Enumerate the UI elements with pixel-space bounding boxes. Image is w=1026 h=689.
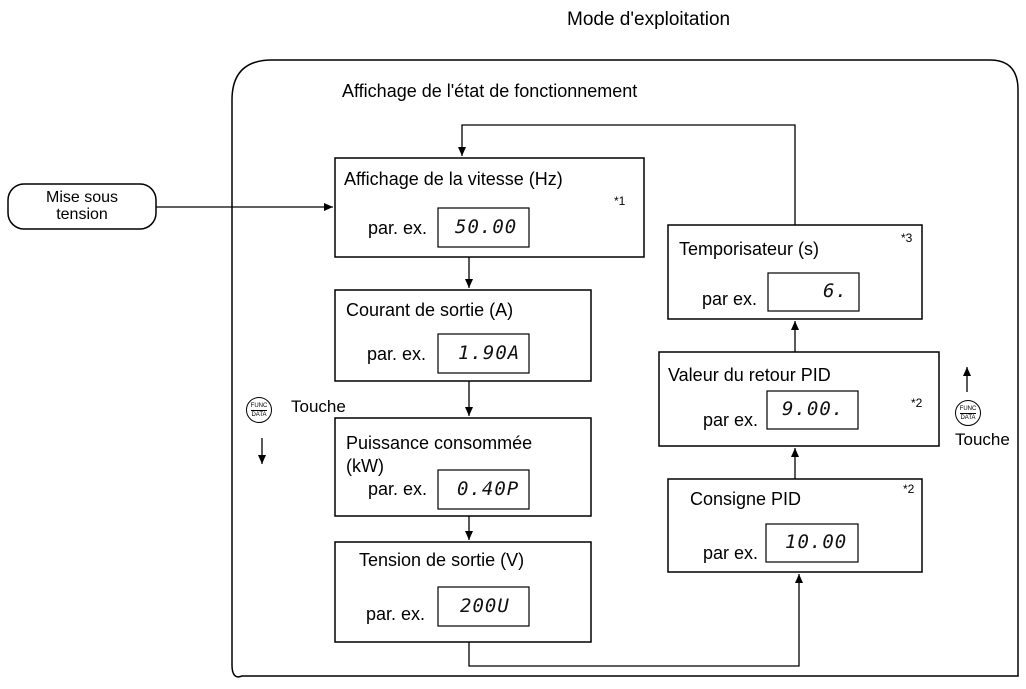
func-data-key-icon: FUNC DATA bbox=[955, 400, 981, 426]
current-display-value: 1.90A bbox=[458, 342, 521, 364]
pid-setpoint-display-frame bbox=[765, 523, 859, 563]
speed-display-frame bbox=[437, 207, 530, 248]
voltage-display-frame bbox=[437, 586, 530, 627]
power-example-prefix: par. ex. bbox=[368, 479, 428, 499]
voltage-title: Tension de sortie (V) bbox=[359, 550, 525, 570]
pid-feedback-display-value: 9.00. bbox=[782, 398, 845, 420]
timer-display-value: 6. bbox=[823, 280, 848, 302]
diagram-subtitle: Affichage de l'état de fonctionnement bbox=[342, 81, 638, 101]
pid-setpoint-note: *2 bbox=[903, 482, 915, 496]
current-title: Courant de sortie (A) bbox=[346, 300, 514, 320]
key-divider bbox=[251, 410, 267, 411]
pid-feedback-title: Valeur du retour PID bbox=[668, 365, 831, 385]
speed-example-prefix: par. ex. bbox=[368, 218, 428, 238]
timer-note: *3 bbox=[901, 231, 913, 245]
key-face-top: FUNC bbox=[250, 403, 268, 409]
power-title: Puissance consommée bbox=[346, 433, 533, 453]
pid-setpoint-example-prefix: par ex. bbox=[703, 543, 759, 563]
key-label-left: Touche bbox=[291, 397, 346, 416]
voltage-display-value: 200U bbox=[460, 595, 510, 617]
func-data-key-icon: FUNC DATA bbox=[246, 397, 272, 423]
pid-setpoint-display-value: 10.00 bbox=[785, 531, 848, 553]
pid-feedback-example-prefix: par ex. bbox=[703, 410, 759, 430]
pid-feedback-note: *2 bbox=[911, 396, 923, 410]
voltage-example-prefix: par. ex. bbox=[366, 604, 426, 624]
speed-display-value: 50.00 bbox=[455, 216, 518, 238]
timer-example-prefix: par ex. bbox=[702, 289, 758, 309]
power-display-frame bbox=[437, 469, 530, 510]
current-display-frame bbox=[437, 333, 530, 374]
voltage-to-pid-setpoint-line bbox=[468, 574, 803, 667]
pid-setpoint-title: Consigne PID bbox=[690, 489, 802, 509]
power-display-value: 0.40P bbox=[457, 478, 520, 500]
loop-return-line bbox=[458, 124, 796, 225]
timer-display-frame bbox=[767, 272, 860, 312]
power-on-label: Mise sous tension bbox=[8, 189, 156, 224]
speed-note: *1 bbox=[614, 194, 626, 208]
key-face-bottom: DATA bbox=[251, 412, 267, 418]
speed-title: Affichage de la vitesse (Hz) bbox=[344, 169, 563, 189]
key-label-right: Touche bbox=[955, 430, 1010, 449]
current-example-prefix: par. ex. bbox=[367, 344, 427, 364]
key-divider bbox=[960, 413, 976, 414]
mode-frame bbox=[231, 59, 1019, 678]
power-unit: (kW) bbox=[346, 456, 384, 476]
pid-feedback-display-frame bbox=[766, 390, 859, 430]
key-face-top: FUNC bbox=[959, 406, 977, 412]
key-face-bottom: DATA bbox=[960, 415, 976, 421]
power-on-text: Mise sous tension bbox=[45, 189, 119, 223]
timer-title: Temporisateur (s) bbox=[679, 239, 820, 259]
diagram-title: Mode d'exploitation bbox=[567, 9, 731, 30]
